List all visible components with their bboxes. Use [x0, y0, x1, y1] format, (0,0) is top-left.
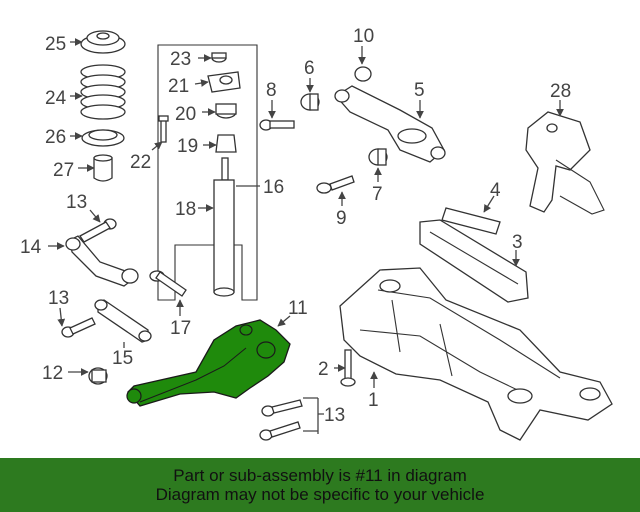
label-27: 27	[53, 160, 74, 181]
label-16: 16	[263, 177, 284, 198]
label-25: 25	[45, 34, 66, 55]
part-7-bushing[interactable]	[368, 148, 388, 166]
part-9-bolt[interactable]	[316, 175, 355, 194]
label-13-middle: 13	[48, 288, 69, 309]
leader-lines	[48, 38, 564, 434]
banner-line-part-number: Part or sub-assembly is #11 in diagram	[173, 466, 467, 485]
label-9: 9	[336, 208, 347, 229]
part-23-nut[interactable]	[211, 52, 227, 63]
part-13-bolt-middle[interactable]	[61, 317, 96, 338]
label-13-lower: 13	[324, 405, 345, 426]
part-17-bolt[interactable]	[149, 270, 187, 297]
part-24-coil-spring[interactable]	[80, 64, 126, 120]
label-13-upper: 13	[66, 192, 87, 213]
part-21-upper-mount[interactable]	[207, 71, 241, 93]
label-17: 17	[170, 318, 191, 339]
part-8-bolt[interactable]	[259, 119, 295, 131]
part-13-bolt-lower-b[interactable]	[259, 421, 301, 441]
label-12: 12	[42, 363, 63, 384]
label-6: 6	[304, 58, 315, 79]
part-16-shock-assembly-bracket	[157, 44, 258, 301]
part-25-spring-upper-seat[interactable]	[80, 30, 126, 54]
banner-line-disclaimer: Diagram may not be specific to your vehi…	[155, 485, 485, 504]
part-3-brace[interactable]	[419, 219, 529, 303]
part-13-bolt-lower-a[interactable]	[261, 399, 303, 417]
part-13-bolt-upper[interactable]	[79, 218, 117, 243]
label-26: 26	[45, 127, 66, 148]
exploded-parts-diagram: 25 24 26 27 23 21 20 19 18 16 22 10 6 8 …	[20, 26, 613, 441]
part-20-bushing[interactable]	[215, 103, 237, 119]
label-28: 28	[550, 81, 571, 102]
part-2-bolt[interactable]	[340, 349, 356, 387]
part-6-bushing[interactable]	[300, 93, 320, 111]
label-7: 7	[372, 184, 383, 205]
label-4: 4	[490, 180, 501, 201]
label-2: 2	[318, 359, 329, 380]
part-27-bump-stop[interactable]	[93, 154, 113, 182]
part-11-trailing-arm[interactable]	[126, 319, 291, 407]
label-21: 21	[168, 76, 189, 97]
part-28-sensor-bracket[interactable]	[525, 111, 605, 215]
label-15: 15	[112, 348, 133, 369]
label-8: 8	[266, 80, 277, 101]
part-5-upper-control-arm[interactable]	[334, 85, 446, 163]
part-15-toe-link[interactable]	[94, 299, 152, 343]
label-23: 23	[170, 49, 191, 70]
label-11: 11	[288, 298, 308, 319]
part-19-dust-boot[interactable]	[215, 134, 237, 153]
label-20: 20	[175, 104, 196, 125]
part-18-shock-absorber[interactable]	[213, 157, 235, 297]
part-1-crossmember[interactable]	[339, 267, 613, 441]
label-22: 22	[130, 152, 151, 173]
label-19: 19	[177, 136, 198, 157]
part-14-lower-arm[interactable]	[65, 235, 139, 287]
part-26-spring-lower-seat[interactable]	[81, 129, 125, 147]
part-12-bushing[interactable]	[88, 367, 108, 385]
part-4-bracket-plate[interactable]	[441, 207, 501, 235]
part-22-bolt[interactable]	[158, 115, 169, 143]
label-18: 18	[175, 199, 196, 220]
label-14: 14	[20, 237, 42, 258]
part-info-banner: Part or sub-assembly is #11 in diagram D…	[0, 458, 640, 512]
label-5: 5	[414, 80, 425, 101]
label-24: 24	[45, 88, 67, 109]
label-3: 3	[512, 232, 523, 253]
label-1: 1	[368, 390, 379, 411]
label-10: 10	[353, 26, 374, 47]
part-labels: 25 24 26 27 23 21 20 19 18 16 22 10 6 8 …	[20, 26, 571, 426]
part-10-nut[interactable]	[354, 66, 372, 82]
